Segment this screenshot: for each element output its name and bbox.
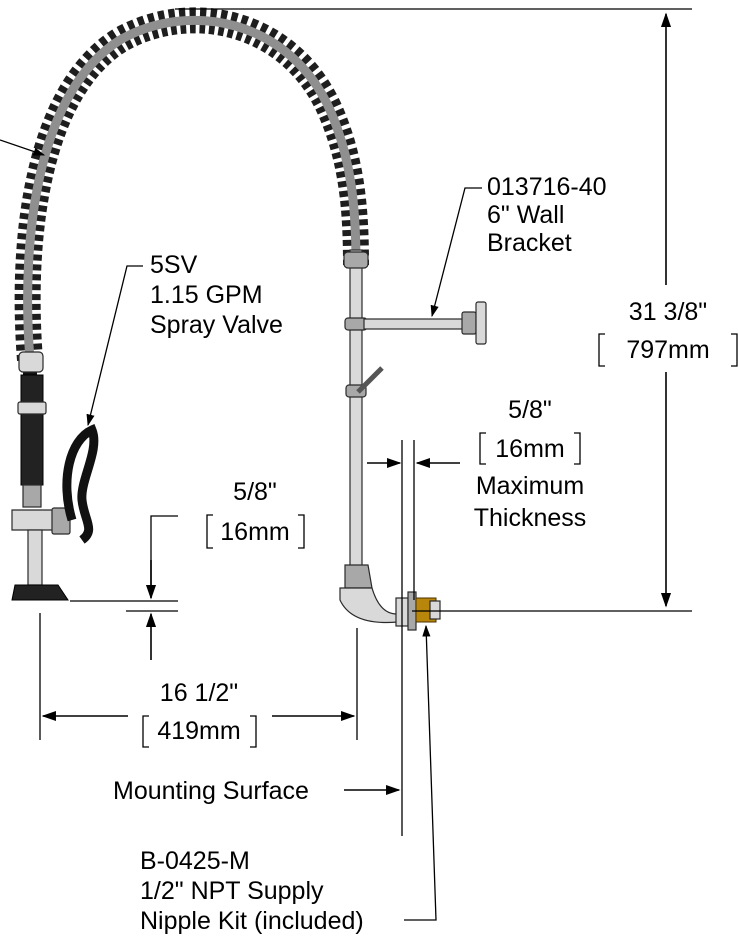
base-elbow	[339, 564, 441, 631]
thickness-caption-line2: Thickness	[474, 504, 587, 532]
reach-dimension: 16 1/2" 419mm	[39, 613, 358, 748]
pre-rinse-faucet-illustration	[11, 7, 487, 631]
spray-valve-callout: 5SV 1.15 GPM Spray Valve	[86, 251, 283, 427]
reach-metric: 419mm	[157, 717, 240, 745]
reach-imperial: 16 1/2"	[160, 679, 238, 707]
wall-bracket-part	[363, 301, 487, 345]
spray-valve-part	[11, 351, 99, 601]
wall-thickness-dimension: 5/8" 16mm Maximum Thickness	[367, 396, 586, 836]
nipple-kit-size: 1/2" NPT Supply	[140, 877, 324, 905]
wall-bracket-callout: 013716-40 6" Wall Bracket	[430, 173, 607, 318]
thickness-caption-line1: Maximum	[476, 472, 584, 500]
spray-valve-model: 5SV	[150, 251, 198, 279]
wall-bracket-part-number: 013716-40	[487, 173, 607, 201]
mounting-surface-label: Mounting Surface	[113, 777, 309, 805]
riser-tube	[349, 249, 363, 571]
spray-valve-flow: 1.15 GPM	[150, 281, 263, 309]
mounting-surface-callout: Mounting Surface	[113, 777, 401, 805]
height-dimension: 31 3/8" 797mm	[175, 8, 738, 612]
nipple-kit-callout: B-0425-M 1/2" NPT Supply Nipple Kit (inc…	[140, 624, 437, 935]
nipple-kit-part-number: B-0425-M	[140, 847, 250, 875]
spray-valve-name: Spray Valve	[150, 311, 283, 339]
thickness-metric: 16mm	[495, 435, 564, 463]
thickness-imperial: 5/8"	[508, 396, 552, 424]
spray-drop-dimension: 5/8" 16mm	[70, 478, 305, 660]
drop-imperial: 5/8"	[233, 478, 277, 506]
drop-metric: 16mm	[220, 518, 289, 546]
height-imperial: 31 3/8"	[629, 298, 707, 326]
wall-bracket-size: 6" Wall	[487, 201, 564, 229]
hose-leader-arrow	[0, 139, 46, 156]
wall-bracket-name: Bracket	[487, 229, 572, 257]
nipple-kit-name: Nipple Kit (included)	[140, 907, 364, 935]
height-metric: 797mm	[626, 336, 709, 364]
